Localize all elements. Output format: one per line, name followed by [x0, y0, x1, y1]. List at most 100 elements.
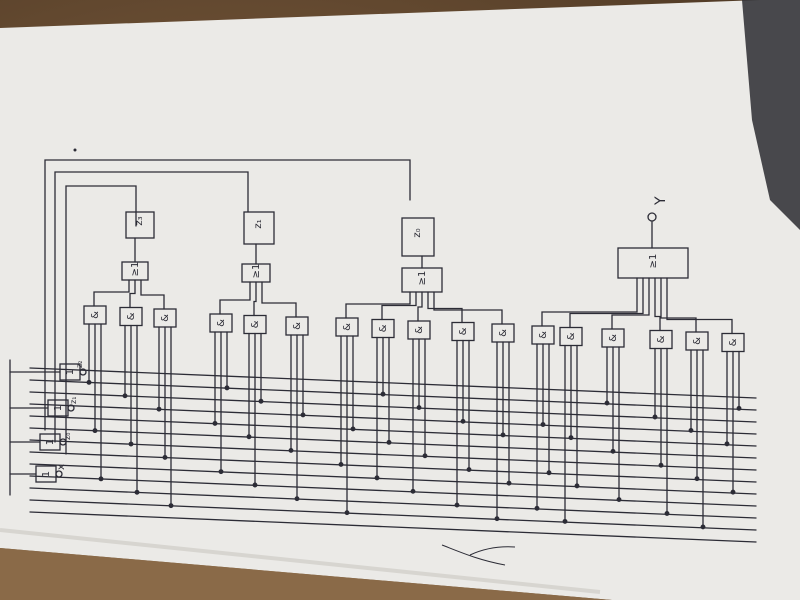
register-block: [401, 217, 435, 257]
and-gate-label: &: [160, 314, 171, 322]
junction-dot: [736, 405, 742, 411]
and-gate-label: &: [216, 319, 227, 327]
and-gate-label: &: [498, 329, 509, 337]
and-to-or-wire: [654, 277, 661, 332]
bus-line: [29, 499, 757, 531]
and-to-or-wire: [569, 277, 644, 329]
and-gate-label: &: [538, 331, 549, 339]
junction-dot: [460, 418, 466, 424]
junction-dot: [604, 400, 610, 406]
and-gate-label: &: [692, 337, 703, 345]
junction-dot: [506, 480, 512, 486]
junction-dot: [374, 475, 380, 481]
junction-dot: [416, 405, 422, 411]
bus-line: [29, 463, 757, 495]
dot-mark: [73, 148, 77, 152]
junction-dot: [246, 434, 252, 440]
and-to-or-wire: [219, 281, 251, 315]
junction-dot: [730, 489, 736, 495]
not-gate-label: 1: [65, 369, 76, 375]
junction-dot: [562, 518, 568, 524]
and-gate-label: &: [292, 322, 303, 330]
and-to-or-wire: [611, 277, 650, 330]
address-label: z₂: [75, 361, 84, 368]
junction-dot: [338, 461, 344, 467]
gate-wiring: [9, 212, 742, 530]
or-gate-label: ≥1: [417, 271, 428, 286]
and-gate-label: &: [414, 326, 425, 334]
junction-dot: [300, 412, 306, 418]
junction-dot: [540, 422, 546, 427]
and-to-or-wire: [129, 279, 136, 309]
page-edge: [0, 548, 612, 600]
and-to-or-wire: [93, 279, 130, 307]
output-or-label: ≥1: [648, 254, 659, 269]
junction-dot: [162, 454, 168, 460]
and-to-or-wire: [666, 277, 733, 335]
junction-dot: [168, 503, 174, 509]
junction-dot: [350, 426, 356, 432]
not-bubble: [79, 368, 87, 376]
junction-dot: [422, 453, 428, 459]
junction-dot: [288, 447, 294, 453]
not-bubble: [55, 470, 63, 478]
junction-dot: [688, 427, 694, 433]
signal-bus-lines: [29, 367, 757, 543]
bus-line: [29, 487, 757, 519]
junction-dot: [454, 502, 460, 508]
bus-line: [29, 415, 757, 447]
junction-dot: [494, 516, 500, 522]
and-gate-label: &: [378, 324, 389, 332]
register-label: z₁: [253, 219, 264, 228]
junction-dot: [546, 470, 552, 476]
junction-dot: [658, 462, 664, 468]
feedback-loop: [54, 171, 249, 443]
junction-dot: [694, 476, 700, 482]
junction-dot: [616, 497, 622, 503]
junction-dot: [86, 379, 92, 385]
and-gate-label: &: [728, 338, 739, 346]
junction-dot: [218, 469, 224, 475]
junction-dot: [212, 420, 218, 426]
bus-line: [29, 379, 757, 411]
bus-line: [29, 439, 757, 471]
junction-dot: [466, 467, 472, 473]
bus-line: [29, 511, 757, 543]
and-to-or-wire: [433, 291, 503, 325]
and-gate-label: &: [126, 312, 137, 320]
and-to-or-wire: [253, 281, 257, 317]
or-gate-label: ≥1: [130, 262, 141, 277]
page-fold: [0, 528, 601, 594]
output-or-gate: [617, 247, 689, 279]
feedback-wires: [44, 159, 411, 455]
and-to-or-wire: [261, 281, 297, 318]
junction-dot: [610, 448, 616, 454]
feedback-loop: [65, 185, 137, 455]
and-gate-label: &: [342, 323, 353, 331]
junction-dot: [294, 496, 300, 502]
junction-dot: [156, 406, 162, 412]
junction-dot: [574, 483, 580, 489]
bus-line: [29, 451, 757, 483]
junction-dot: [92, 428, 98, 434]
and-to-or-wire: [345, 291, 411, 319]
not-gate-label: 1: [53, 405, 64, 411]
junction-dot: [224, 385, 230, 391]
and-to-or-wire: [381, 291, 417, 321]
circuit-ink: [9, 159, 757, 543]
register-label: z₃: [134, 216, 145, 225]
not-bubble: [67, 404, 75, 412]
and-gate-label: &: [250, 320, 261, 328]
output-label-y: Y: [653, 196, 669, 206]
and-gate-label: &: [566, 332, 577, 340]
junction-dot: [700, 524, 706, 530]
not-gate-label: 1: [45, 439, 56, 445]
pencil-scribble: [441, 544, 516, 566]
bus-line: [29, 475, 757, 507]
junction-dot: [252, 482, 258, 488]
junction-dot: [98, 476, 104, 482]
and-gate-label: &: [656, 335, 667, 343]
